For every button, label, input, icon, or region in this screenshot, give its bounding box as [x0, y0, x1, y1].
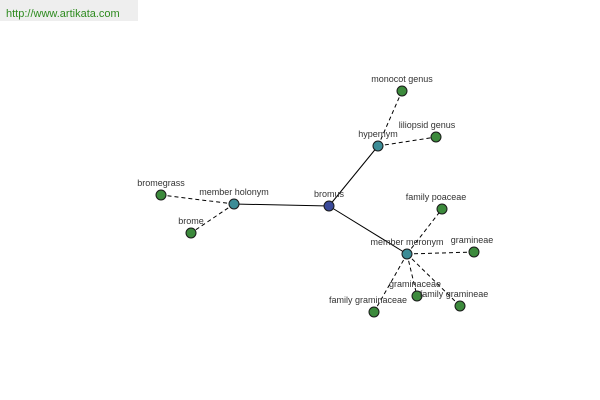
node-label: bromegrass — [137, 178, 185, 188]
node-label: graminaceae — [389, 279, 441, 289]
node-label: gramineae — [451, 235, 494, 245]
node-circle[interactable] — [228, 198, 240, 210]
node-monocot-genus[interactable]: monocot genus — [371, 74, 433, 97]
node-circle[interactable] — [436, 203, 448, 215]
nodes-layer: bromus member holonym hypernym member meron… — [137, 74, 494, 318]
node-circle[interactable] — [468, 246, 480, 258]
node-circle[interactable] — [372, 140, 384, 152]
node-label: monocot genus — [371, 74, 433, 84]
node-circle[interactable] — [323, 200, 335, 212]
node-label: member holonym — [199, 187, 269, 197]
node-member-holonym[interactable]: member holonym — [199, 187, 269, 210]
node-bromus[interactable]: bromus — [314, 189, 345, 212]
node-gramineae[interactable]: gramineae — [451, 235, 494, 258]
node-label: family graminaceae — [329, 295, 407, 305]
edge-member-meronym-to-gramineae — [406, 251, 475, 255]
edge-member-meronym-to-graminaceae — [406, 253, 418, 297]
node-circle[interactable] — [454, 300, 466, 312]
node-label: family poaceae — [406, 192, 467, 202]
node-circle[interactable] — [430, 131, 442, 143]
node-label: member meronym — [370, 237, 443, 247]
node-hypernym[interactable]: hypernym — [358, 129, 398, 152]
node-family-gramineae[interactable]: family gramineae — [420, 289, 489, 312]
node-circle[interactable] — [401, 248, 413, 260]
node-label: brome — [178, 216, 204, 226]
edge-member-holonym-to-bromegrass — [160, 194, 235, 205]
url-link[interactable]: http://www.artikata.com — [6, 8, 120, 20]
node-label: family gramineae — [420, 289, 489, 299]
node-bromegrass[interactable]: bromegrass — [137, 178, 185, 201]
node-circle[interactable] — [411, 290, 423, 302]
node-liliopsid-genus[interactable]: liliopsid genus — [399, 120, 456, 143]
edges-layer — [160, 90, 475, 313]
node-circle[interactable] — [368, 306, 380, 318]
node-family-poaceae[interactable]: family poaceae — [406, 192, 467, 215]
node-graminaceae[interactable]: graminaceae — [389, 279, 441, 302]
node-label: liliopsid genus — [399, 120, 456, 130]
node-circle[interactable] — [396, 85, 408, 97]
node-family-graminaceae[interactable]: family graminaceae — [329, 295, 407, 318]
edge-member-meronym-to-family-gramineae — [406, 253, 461, 307]
node-label: bromus — [314, 189, 345, 199]
node-member-meronym[interactable]: member meronym — [370, 237, 444, 260]
node-circle[interactable] — [185, 227, 197, 239]
edge-member-holonym-to-brome — [190, 203, 235, 234]
edge-bromus-to-member-holonym — [233, 203, 330, 207]
edge-hypernym-to-monocot-genus — [377, 90, 403, 147]
node-circle[interactable] — [155, 189, 167, 201]
edge-hypernym-to-liliopsid-genus — [377, 136, 437, 147]
edge-member-meronym-to-family-poaceae — [406, 208, 443, 255]
url-bar: http://www.artikata.com — [0, 0, 138, 21]
edge-bromus-to-member-meronym — [328, 205, 408, 255]
node-brome[interactable]: brome — [178, 216, 204, 239]
node-label: hypernym — [358, 129, 398, 139]
edge-bromus-to-hypernym — [328, 145, 379, 207]
